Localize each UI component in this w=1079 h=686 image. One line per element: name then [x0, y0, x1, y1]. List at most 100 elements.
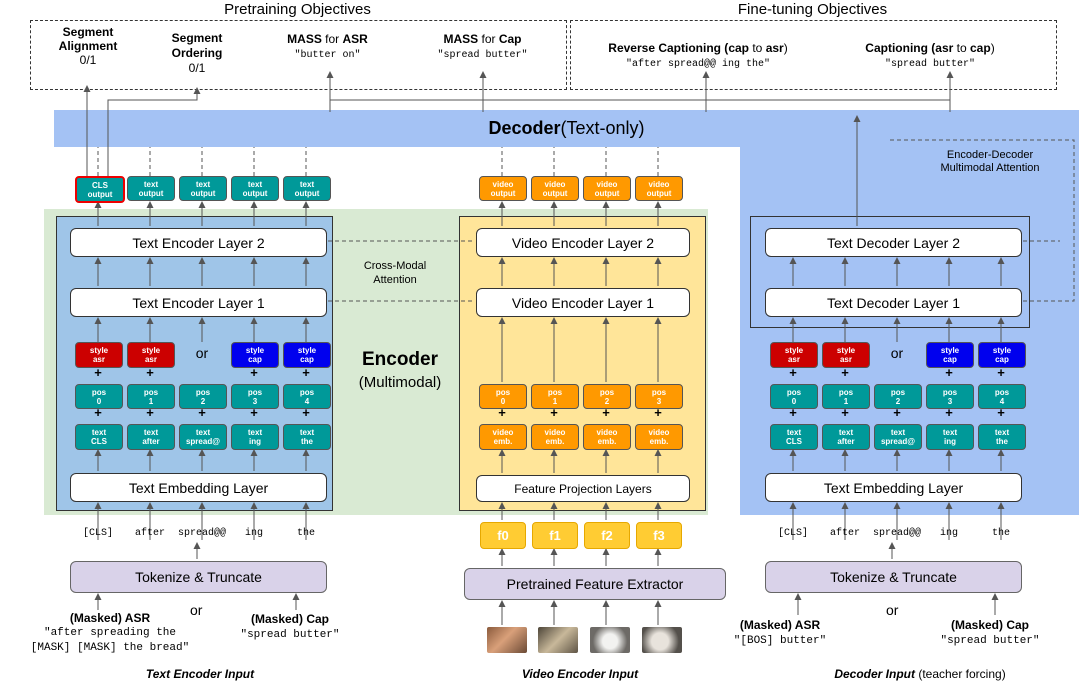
cap-a: Captioning (	[865, 41, 936, 55]
dec-style-token: style cap	[926, 342, 974, 368]
dec-cap-b: Cap	[1006, 618, 1030, 632]
enc-plus: +	[94, 365, 102, 380]
dec-text-token: text ing	[926, 424, 974, 450]
enc-raw-token: ing	[244, 528, 263, 539]
seg-align-l1: Segment	[62, 25, 114, 39]
pretrained-feature-extractor: Pretrained Feature Extractor	[464, 568, 726, 600]
feature-token: f2	[584, 522, 630, 549]
decoder-caption-title: Decoder Input	[834, 667, 915, 681]
dec-plus: +	[789, 365, 797, 380]
video-encoder-box	[459, 216, 706, 511]
dec-plus: +	[997, 405, 1005, 420]
video-frame-3	[642, 627, 682, 653]
seg-order-val: 0/1	[188, 61, 206, 75]
text-decoder-layer-2: Text Decoder Layer 2	[765, 228, 1022, 257]
enc-raw-token: after	[134, 528, 165, 539]
dec-plus: +	[841, 405, 849, 420]
enc-asr-input: (Masked) ASR "after spreading the [MASK]…	[5, 612, 215, 655]
dec-asr-b: ASR	[794, 618, 821, 632]
enc-input-or: or	[190, 602, 203, 618]
seg-order-l1: Segment	[171, 31, 223, 45]
dec-text-token: text spread@	[874, 424, 922, 450]
enc-cap-input: (Masked) Cap "spread butter"	[225, 612, 355, 642]
feature-token: f0	[480, 522, 526, 549]
enc-pos-token: pos 4	[283, 384, 331, 409]
decoder-title: Decoder	[488, 118, 561, 138]
reverse-captioning: Reverse Captioning (cap to asr) "after s…	[578, 41, 818, 72]
dec-pos-token: pos 3	[926, 384, 974, 409]
seg-order-l2: Ordering	[171, 46, 223, 60]
dec-pos-token: pos 4	[978, 384, 1026, 409]
dec-text-token: text after	[822, 424, 870, 450]
rev-cap-c: to	[749, 41, 766, 55]
mass-asr-b: for	[321, 32, 343, 46]
segment-alignment: Segment Alignment 0/1	[48, 25, 128, 67]
dec-cap-text: "spread butter"	[940, 635, 1040, 647]
dec-text-token: text the	[978, 424, 1026, 450]
decoder-subtitle: (Text-only)	[560, 118, 645, 138]
segment-ordering: Segment Ordering 0/1	[157, 31, 237, 76]
cross-modal-l2: Attention	[373, 274, 417, 286]
seg-align-val: 0/1	[79, 53, 97, 67]
seg-align-l2: Alignment	[58, 39, 118, 53]
enc-cap-b: Cap	[306, 612, 330, 626]
video-output-token: video output	[583, 176, 631, 201]
decoder-input-caption: Decoder Input (teacher forcing)	[790, 667, 1050, 681]
decoder-tokenize-truncate: Tokenize & Truncate	[765, 561, 1022, 593]
video-emb-token: video emb.	[531, 424, 579, 450]
video-pos-token: pos 1	[531, 384, 579, 409]
dec-pos-token: pos 2	[874, 384, 922, 409]
encoder-title: Encoder	[361, 349, 439, 370]
text-tokenize-truncate: Tokenize & Truncate	[70, 561, 327, 593]
text-output-token: text output	[179, 176, 227, 201]
text-decoder-layer-1: Text Decoder Layer 1	[765, 288, 1022, 317]
rev-cap-val: "after spread@@ ing the"	[625, 59, 771, 70]
video-plus: +	[654, 405, 662, 420]
dec-raw-token: after	[829, 528, 860, 539]
decoder-caption-sub: (teacher forcing)	[914, 667, 1006, 681]
video-frame-1	[538, 627, 578, 653]
dec-asr-input: (Masked) ASR "[BOS] butter"	[715, 618, 845, 648]
decoder-region	[740, 147, 1079, 515]
enc-text-token: text CLS	[75, 424, 123, 450]
enc-plus: +	[250, 365, 258, 380]
enc-style-or: or	[195, 345, 209, 361]
dec-plus: +	[945, 365, 953, 380]
text-output-token: text output	[127, 176, 175, 201]
cap-d: cap	[970, 41, 991, 55]
enc-text-token: text spread@	[179, 424, 227, 450]
dec-plus: +	[789, 405, 797, 420]
enc-text-token: text ing	[231, 424, 279, 450]
mass-cap-b: for	[478, 32, 499, 46]
text-decoder-box	[750, 216, 1030, 328]
decoder-bar: Decoder (Text-only)	[54, 110, 1079, 147]
text-encoder-layer-1: Text Encoder Layer 1	[70, 288, 327, 317]
enc-style-token: style asr	[127, 342, 175, 368]
mass-cap-val: "spread butter"	[437, 50, 528, 61]
cap-val: "spread butter"	[884, 59, 975, 70]
video-encoder-layer-1: Video Encoder Layer 1	[476, 288, 690, 317]
dec-plus: +	[841, 365, 849, 380]
feature-token: f3	[636, 522, 682, 549]
enc-style-token: style cap	[231, 342, 279, 368]
rev-cap-b: cap	[728, 41, 749, 55]
enc-raw-token: the	[296, 528, 315, 539]
cap-c: to	[953, 41, 970, 55]
decoder-text-embedding-layer: Text Embedding Layer	[765, 473, 1022, 502]
enc-plus: +	[302, 365, 310, 380]
enc-style-token: style asr	[75, 342, 123, 368]
mass-cap-c: Cap	[498, 32, 522, 46]
video-encoder-layer-2: Video Encoder Layer 2	[476, 228, 690, 257]
enc-plus: +	[146, 405, 154, 420]
finetuning-title: Fine-tuning Objectives	[737, 1, 888, 18]
enc-text-token: text after	[127, 424, 175, 450]
video-plus: +	[498, 405, 506, 420]
mass-asr-val: "butter on"	[294, 50, 361, 61]
text-output-token: text output	[283, 176, 331, 201]
seg-order-line	[107, 87, 201, 176]
video-plus: +	[550, 405, 558, 420]
text-encoder-layer-2: Text Encoder Layer 2	[70, 228, 327, 257]
enc-pos-token: pos 1	[127, 384, 175, 409]
text-embedding-layer: Text Embedding Layer	[70, 473, 327, 502]
